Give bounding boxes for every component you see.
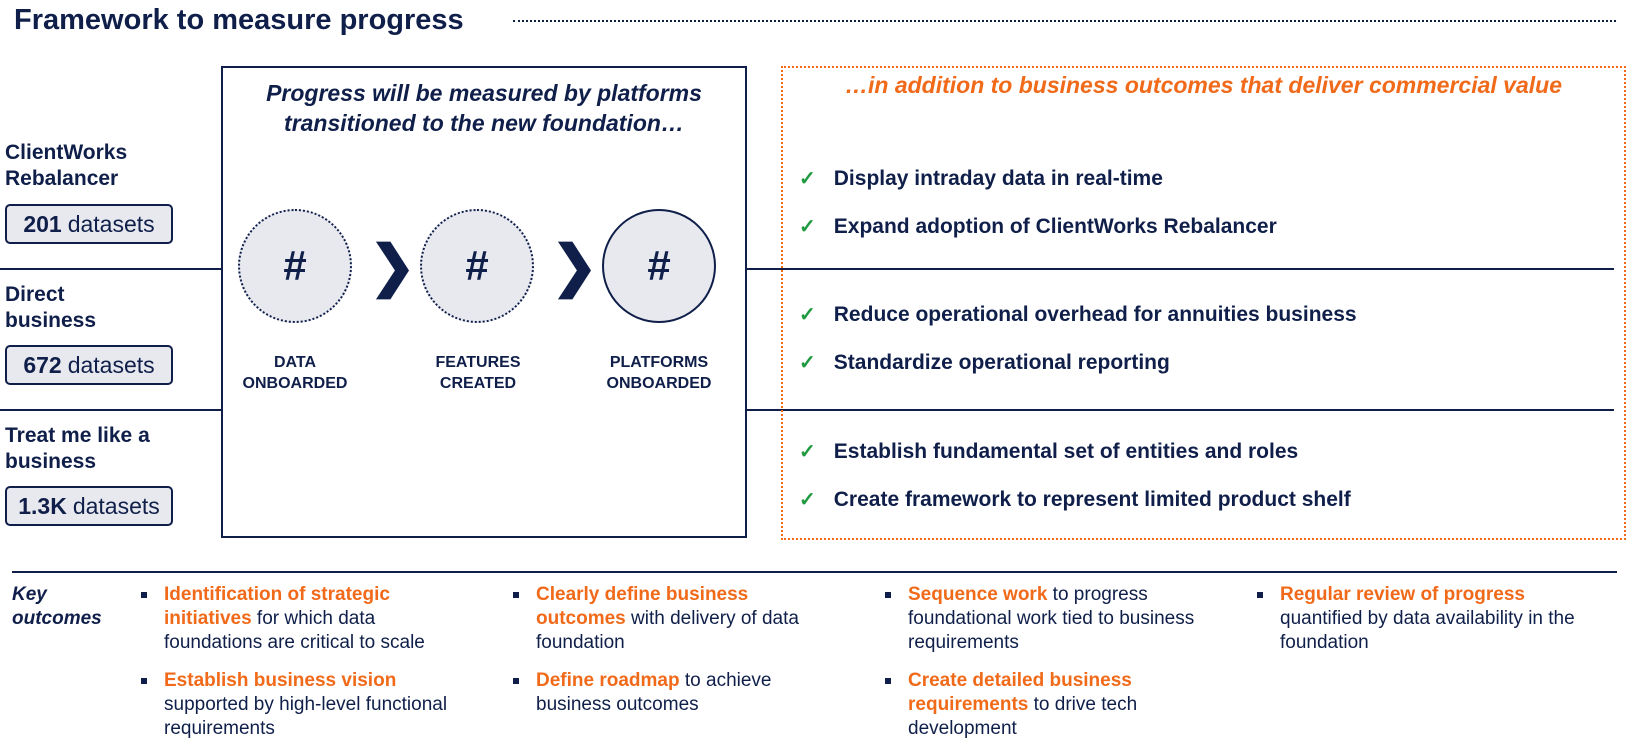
check-icon: ✓ [799, 489, 816, 511]
key-outcome-item: Sequence work to progress foundational w… [885, 583, 1207, 655]
row-divider [747, 268, 1614, 270]
business-outcomes-panel [781, 66, 1626, 540]
stage-label-features-created: FEATURES CREATED [435, 354, 521, 392]
outcome-item: ✓ Create framework to represent limited p… [799, 487, 1351, 512]
key-outcome-highlight: Identification of strategic initiatives [164, 584, 390, 629]
progress-measures-panel [221, 66, 747, 538]
outcome-text: Reduce operational overhead for annuitie… [833, 303, 1357, 326]
key-outcome-highlight: Clearly define business outcomes [536, 584, 749, 629]
key-outcome-highlight: Establish business vision [164, 670, 397, 691]
row-divider [0, 268, 221, 270]
key-outcome-item: Create detailed business requirements to… [885, 669, 1207, 741]
outcome-item: ✓ Reduce operational overhead for annuiti… [799, 302, 1357, 327]
key-outcomes-column: Regular review of progress quantified by… [1257, 583, 1579, 669]
page-title: Framework to measure progress [14, 4, 464, 36]
key-outcome-text: to achieve business outcomes [536, 670, 772, 715]
key-outcome-item: Clearly define business outcomes with de… [513, 583, 835, 655]
key-outcome-text: quantified by data availability in the f… [1280, 608, 1575, 653]
check-icon: ✓ [799, 304, 816, 326]
key-outcome-text: for which data foundations are critical … [164, 608, 425, 653]
chevron-right-icon: ❯ [551, 234, 598, 297]
outcome-item: ✓ Expand adoption of ClientWorks Rebalanc… [799, 214, 1277, 239]
dataset-count: 672 [23, 351, 62, 378]
business-outcomes-heading: …in addition to business outcomes that d… [844, 72, 1562, 98]
outcome-text: Standardize operational reporting [833, 351, 1170, 374]
outcome-item: ✓ Display intraday data in real-time [799, 166, 1163, 191]
key-outcome-text: to progress foundational work tied to bu… [908, 584, 1195, 653]
dataset-unit: datasets [72, 492, 160, 519]
key-outcome-text: to drive tech development [908, 694, 1138, 739]
outcome-item: ✓ Standardize operational reporting [799, 350, 1170, 375]
dataset-count: 201 [23, 210, 62, 237]
dataset-count: 1.3K [18, 492, 67, 519]
key-outcome-highlight: Sequence work [908, 584, 1048, 605]
row-label-clientworks: ClientWorks Rebalancer [5, 141, 128, 190]
progress-measures-heading: Progress will be measured by platforms t… [266, 80, 702, 136]
check-icon: ✓ [799, 168, 816, 190]
data-onboarded-metric: # [238, 209, 352, 323]
row-label-direct-business: Direct business [5, 283, 97, 332]
outcome-text: Expand adoption of ClientWorks Rebalance… [833, 215, 1277, 238]
features-created-metric: # [420, 209, 534, 323]
key-outcome-highlight: Regular review of progress [1280, 584, 1525, 605]
key-outcome-item: Define roadmap to achieve business outco… [513, 669, 835, 717]
title-dotted-rule [513, 20, 1616, 22]
platforms-onboarded-metric: # [602, 209, 716, 323]
key-outcomes-column: Sequence work to progress foundational w… [885, 583, 1207, 755]
key-outcomes-divider [12, 571, 1617, 573]
row-divider [0, 409, 221, 411]
outcome-text: Create framework to represent limited pr… [833, 488, 1351, 511]
row-divider [747, 409, 1614, 411]
key-outcome-highlight: Create detailed business requirements [908, 670, 1132, 715]
check-icon: ✓ [799, 216, 816, 238]
key-outcome-item: Identification of strategic initiatives … [141, 583, 463, 655]
dataset-unit: datasets [67, 351, 155, 378]
key-outcome-item: Regular review of progress quantified by… [1257, 583, 1579, 655]
row-label-treat-me-like-a-business: Treat me like a business [5, 424, 150, 473]
key-outcomes-label: Key outcomes [12, 584, 102, 629]
outcome-text: Display intraday data in real-time [833, 167, 1163, 190]
dataset-unit: datasets [67, 210, 155, 237]
chevron-right-icon: ❯ [369, 234, 416, 297]
outcome-item: ✓ Establish fundamental set of entities a… [799, 439, 1298, 464]
key-outcomes-column: Identification of strategic initiatives … [141, 583, 463, 755]
key-outcomes-column: Clearly define business outcomes with de… [513, 583, 835, 731]
key-outcome-highlight: Define roadmap [536, 670, 680, 691]
check-icon: ✓ [799, 441, 816, 463]
key-outcome-item: Establish business vision supported by h… [141, 669, 463, 741]
stage-label-platforms-onboarded: PLATFORMS ONBOARDED [606, 354, 712, 392]
outcome-text: Establish fundamental set of entities an… [833, 440, 1299, 463]
key-outcome-text: with delivery of data foundation [536, 608, 799, 653]
stage-label-data-onboarded: DATA ONBOARDED [242, 354, 348, 392]
check-icon: ✓ [799, 352, 816, 374]
key-outcome-text: supported by high-level functional requi… [164, 694, 448, 739]
